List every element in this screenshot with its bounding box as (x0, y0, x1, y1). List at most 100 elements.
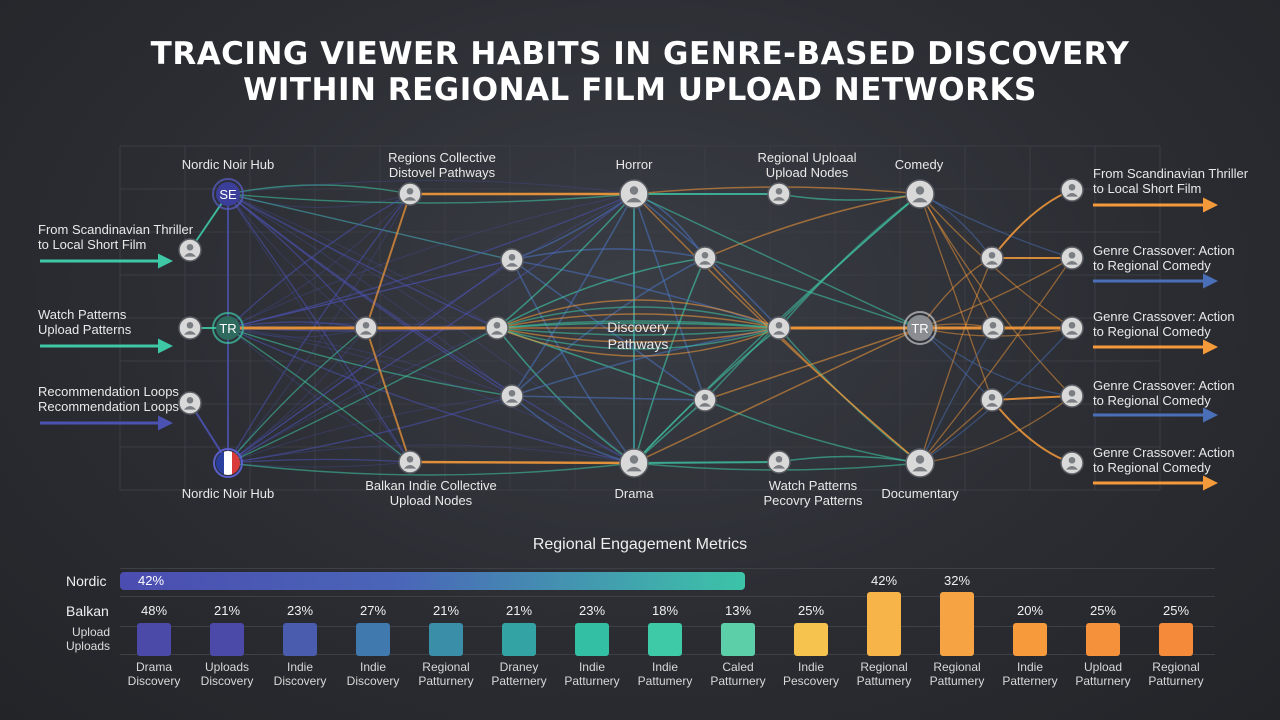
person-body (772, 197, 786, 201)
person-body (698, 403, 712, 407)
column-value: 32% (943, 573, 971, 588)
person-head (701, 251, 709, 259)
flow-path (365, 193, 411, 329)
flow-path (227, 327, 635, 464)
person-node-icon (178, 391, 202, 415)
column-bar (356, 623, 390, 656)
drama-node-icon (619, 448, 649, 478)
person-node-icon (500, 248, 524, 272)
column-category-label: Indie Patternery (1002, 660, 1058, 688)
column-value: 25% (797, 603, 825, 618)
flow-path (778, 193, 921, 329)
person-head (1068, 456, 1076, 464)
person-head (406, 455, 414, 463)
person-node-icon (178, 238, 202, 262)
person-body (912, 466, 928, 472)
flow-path (227, 327, 367, 464)
label-nordic-hub-bottom: Nordic Noir Hub (181, 486, 275, 501)
grid-line (120, 568, 1215, 569)
column-category-label: Indie Patturnery (564, 660, 620, 688)
flow-path (496, 299, 780, 329)
flow-path (496, 322, 780, 329)
person-node-icon (398, 182, 422, 206)
flag-stripe (224, 451, 232, 475)
person-node-icon (178, 316, 202, 340)
column-value: 48% (140, 603, 168, 618)
person-head (629, 455, 639, 464)
nordic-bar (120, 572, 745, 590)
flow-path (227, 395, 513, 464)
person-body (986, 331, 1000, 335)
person-body (1065, 193, 1079, 197)
flow-path (991, 399, 1073, 464)
flow-arrows (40, 197, 1218, 491)
flow-path (227, 327, 411, 463)
flow-path (496, 327, 780, 357)
flow-path (919, 193, 1073, 259)
flow-path (511, 248, 706, 261)
column-value: 25% (1089, 603, 1117, 618)
flow-path (778, 327, 921, 464)
badge-text: TR (219, 321, 236, 336)
flow-path (227, 458, 411, 464)
person-node-icon (1060, 451, 1084, 475)
person-head (1068, 389, 1076, 397)
person-node-icon (980, 388, 1004, 412)
flow-path (496, 327, 780, 343)
column-category-label: Drama Discovery (127, 660, 181, 688)
flow-path (511, 259, 780, 329)
column-value: 18% (651, 603, 679, 618)
label-comedy: Comedy (894, 157, 944, 172)
column-value: 23% (286, 603, 314, 618)
column-category-label: Indie Discovery (273, 660, 327, 688)
flow-path (227, 193, 635, 329)
person-node-icon (1060, 316, 1084, 340)
person-head (186, 396, 194, 404)
person-head (406, 187, 414, 195)
title-line-2: WITHIN REGIONAL FILM UPLOAD NETWORKS (243, 72, 1037, 108)
person-head (775, 455, 783, 463)
sweden-badge: SE (212, 178, 244, 210)
flow-path (633, 461, 780, 464)
flow-path (919, 193, 1073, 397)
label-regional-upload: Regional Uploaal Upload Nodes (757, 150, 857, 180)
comedy-node-icon (905, 179, 935, 209)
column-value: 42% (870, 573, 898, 588)
column-value: 20% (1016, 603, 1044, 618)
person-head (493, 321, 501, 329)
flow-path (704, 327, 921, 401)
person-head (988, 393, 996, 401)
title-line-1: TRACING VIEWER HABITS IN GENRE-BASED DIS… (150, 36, 1130, 72)
label-drama: Drama (614, 486, 654, 501)
flow-path (227, 444, 635, 464)
person-body (490, 331, 504, 335)
flag-stripe (232, 451, 240, 475)
flow-path (409, 460, 635, 465)
flow-path (227, 327, 411, 463)
person-body (626, 466, 642, 472)
person-node-icon (981, 316, 1005, 340)
flow-path (496, 327, 635, 464)
person-head (988, 251, 996, 259)
person-node-icon (767, 450, 791, 474)
flow-path (919, 395, 1073, 464)
column-bar (1013, 623, 1047, 656)
right-output-label-1: From Scandinavian Thriller to Local Shor… (1093, 166, 1249, 196)
flow-path (227, 193, 513, 261)
badge-text: SE (219, 187, 237, 202)
person-body (1065, 331, 1079, 335)
column-category-label: Draney Patternery (491, 660, 547, 688)
person-head (915, 186, 925, 195)
column-category-label: Caled Patturnery (710, 660, 766, 688)
person-head (775, 321, 783, 329)
flow-path (511, 259, 635, 464)
flow-path (511, 193, 635, 261)
label-balkan: Balkan Indie Collective Upload Nodes (365, 478, 497, 508)
flow-path (511, 193, 635, 397)
column-bar (648, 623, 682, 656)
flow-path (919, 257, 1073, 464)
person-body (626, 197, 642, 203)
label-nordic-hub-top: Nordic Noir Hub (181, 157, 275, 172)
flow-path (511, 395, 706, 401)
column-category-label: Regional Patturnery (1148, 660, 1204, 688)
